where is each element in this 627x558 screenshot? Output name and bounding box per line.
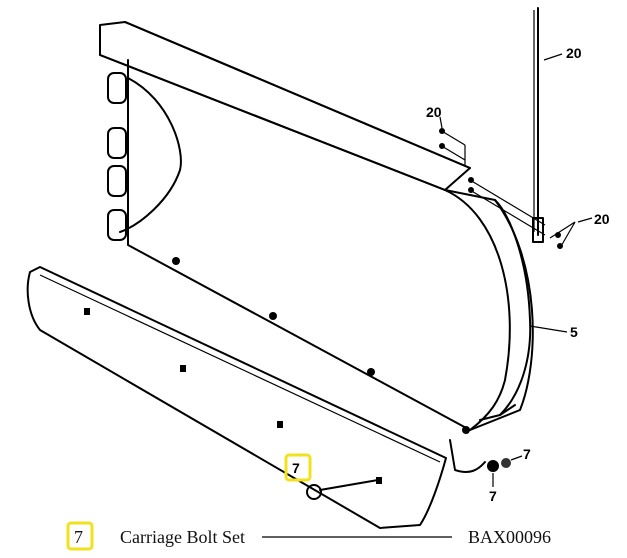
cutting-edge [26, 266, 447, 529]
carriage-bolt[interactable] [306, 479, 379, 500]
callout-highlight-box [284, 453, 312, 482]
end-shoe [449, 404, 516, 473]
legend-part-number: BAX00096 [468, 527, 551, 547]
callout-nut-bottom: 7 [489, 488, 497, 504]
bracket-right [468, 177, 576, 249]
moldboard-holes [172, 257, 470, 434]
hinge-knuckles [107, 72, 127, 241]
callout-bolt-highlight[interactable]: 7 [292, 460, 300, 476]
legend-key: 7 [74, 527, 83, 547]
top-rail [99, 21, 471, 191]
legend-key-highlight [66, 521, 94, 551]
marker-rod [532, 7, 544, 243]
callout-bracket-upper: 20 [426, 104, 442, 120]
legend-description: Carriage Bolt Set [120, 527, 245, 547]
callout-antenna-top: 20 [566, 45, 582, 61]
leader-lines [439, 53, 593, 333]
moldboard-panel [119, 59, 534, 431]
callout-nut-right: 7 [523, 446, 531, 462]
callout-bracket-right: 20 [594, 211, 610, 227]
nuts [487, 455, 523, 487]
bracket-upper [439, 128, 466, 165]
legend-row: 7 Carriage Bolt Set BAX00096 [66, 521, 551, 551]
callout-moldboard: 5 [570, 324, 578, 340]
